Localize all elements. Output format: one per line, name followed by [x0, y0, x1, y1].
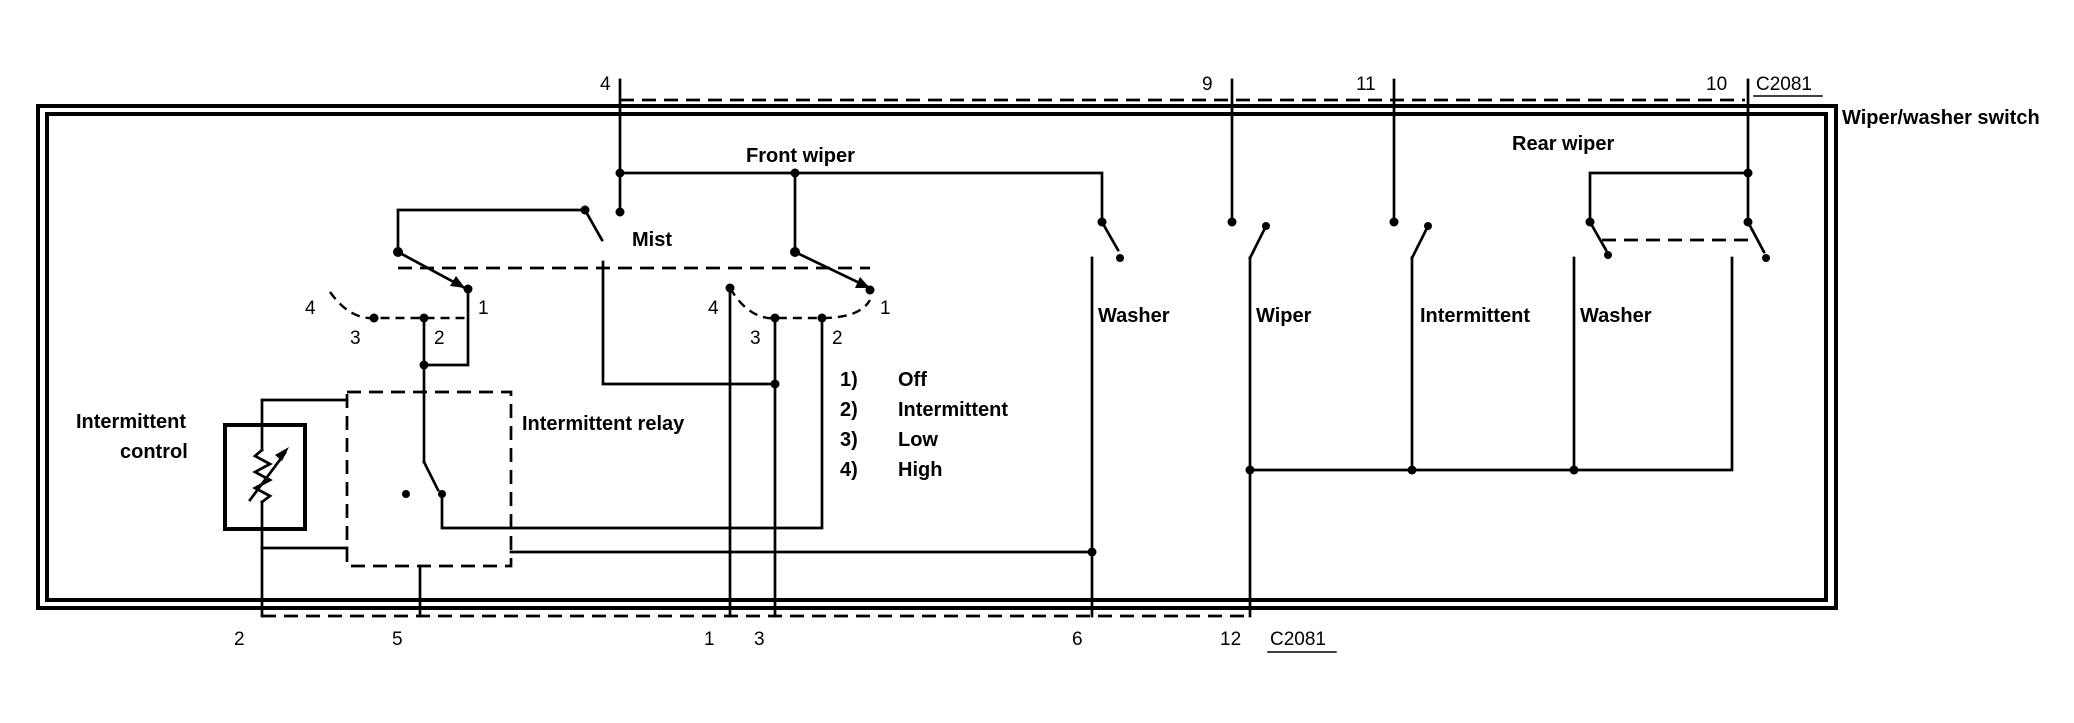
top-pin-9: 9: [1202, 74, 1213, 95]
mist-contact: [583, 208, 604, 242]
legend-num: 4): [840, 459, 858, 481]
left-pos-2: 2: [434, 328, 445, 349]
bottom-pin-2: 2: [234, 629, 245, 650]
intermittent-control-label-1: Intermittent: [76, 411, 186, 433]
wire-front-wiper-feed: [618, 171, 1104, 224]
legend-num: 3): [840, 429, 858, 451]
rear-washer-contact: [1588, 220, 1608, 252]
mist-label: Mist: [632, 229, 672, 251]
switch-housing-inner: [45, 112, 1828, 602]
potentiometer-resistor: [252, 448, 273, 504]
wiper-label: Wiper: [1256, 305, 1312, 327]
bottom-pin-5: 5: [392, 629, 403, 650]
top-connector-label: C2081: [1756, 74, 1812, 95]
left-pos-3: 3: [350, 328, 361, 349]
switch-housing-outer: [36, 104, 1838, 610]
right-rotary-wiper: [793, 250, 872, 290]
right-pos-1: 1: [880, 298, 891, 319]
wire-rear-wiper: [1588, 171, 1750, 224]
intermittent-relay-label: Intermittent relay: [522, 413, 685, 435]
bottom-pin-1: 1: [704, 629, 715, 650]
bottom-pin-3: 3: [754, 629, 765, 650]
left-rotary-arc: [329, 291, 468, 320]
legend-text: Intermittent: [898, 399, 1008, 421]
wiper-contact: [1248, 224, 1268, 260]
intermittent-control-label-2: control: [120, 441, 188, 463]
left-pos-4: 4: [305, 298, 316, 319]
front-wiper-label: Front wiper: [746, 145, 855, 167]
intermittent-contact: [1410, 224, 1430, 260]
top-pin-11: 11: [1356, 74, 1376, 95]
intermittent-label: Intermittent: [1420, 305, 1530, 327]
intermittent-relay-box: [345, 390, 513, 568]
right-pos-4: 4: [708, 298, 719, 319]
bottom-pin-12: 12: [1220, 629, 1241, 650]
legend-num: 2): [840, 399, 858, 421]
potentiometer-arrow: [248, 451, 287, 502]
top-pin-10: 10: [1706, 74, 1727, 95]
right-rotary-arc: [728, 287, 872, 320]
top-pin-4: 4: [600, 74, 611, 95]
intermittent-control-box: [223, 423, 307, 531]
left-rotary-loop: [422, 287, 470, 367]
right-pos-2: 2: [832, 328, 843, 349]
wire-mist-down: [601, 260, 777, 386]
right-pos-3: 3: [750, 328, 761, 349]
legend-text: High: [898, 459, 942, 481]
rear-wiper-label: Rear wiper: [1512, 133, 1614, 155]
wire-relay-return: [440, 316, 824, 530]
wire-common-bus: [1248, 256, 1734, 472]
wire-mist: [396, 208, 587, 254]
washer-rear-label: Washer: [1580, 305, 1652, 327]
legend-num: 1): [840, 369, 858, 391]
washer-front-label: Washer: [1098, 305, 1170, 327]
switch-position-legend: 1) Off 2) Intermittent 3) Low 4) High: [840, 369, 1008, 481]
bottom-connector-label: C2081: [1270, 629, 1326, 650]
left-pos-1: 1: [478, 298, 489, 319]
legend-text: Off: [898, 369, 927, 391]
legend-text: Low: [898, 429, 938, 451]
front-washer-contact: [1100, 220, 1120, 252]
switch-title: Wiper/washer switch: [1842, 107, 2040, 129]
relay-contact: [422, 460, 440, 492]
bottom-pin-6: 6: [1072, 629, 1083, 650]
rear-wiper-contact: [1746, 220, 1766, 254]
